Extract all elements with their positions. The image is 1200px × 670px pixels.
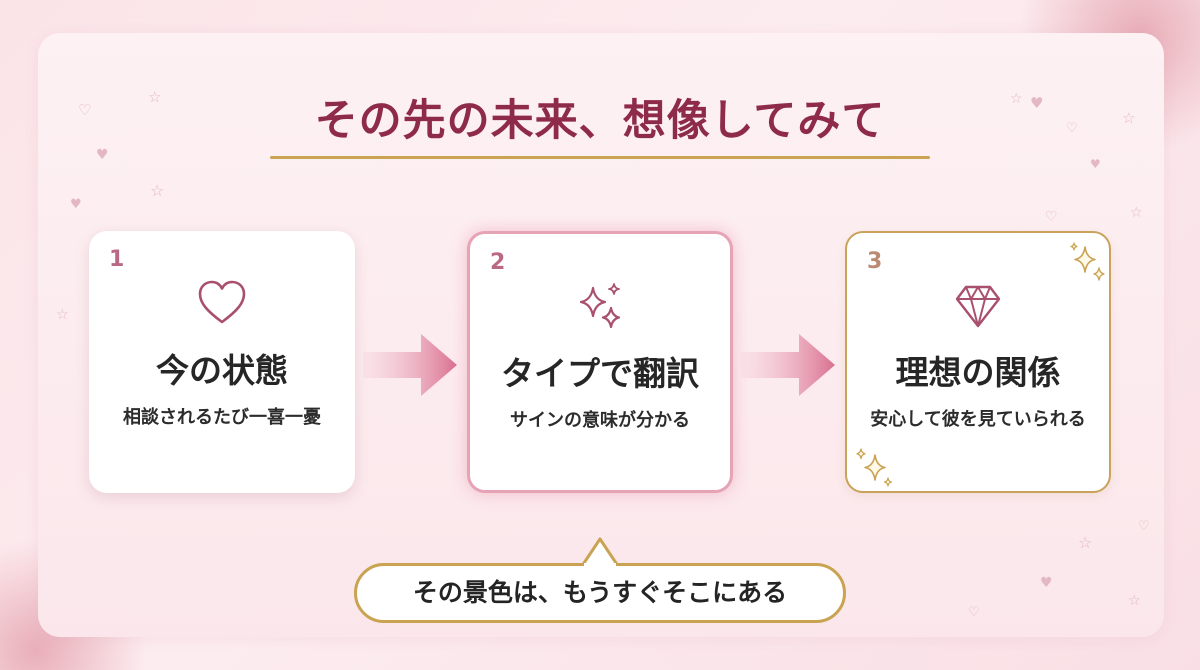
arrow-right-icon (363, 332, 459, 398)
deco-heart-icon: ♡ (968, 605, 980, 620)
diamond-icon (951, 279, 1005, 333)
step-subtitle: 相談されるたび一喜一憂 (123, 407, 321, 428)
deco-star-icon: ☆ (1122, 109, 1136, 127)
step-card-1: 1 今の状態 相談されるたび一喜一憂 (89, 231, 355, 493)
deco-heart-icon: ♥ (70, 197, 82, 212)
deco-heart-icon: ♡ (1066, 121, 1078, 136)
callout-tail-mask (584, 563, 616, 568)
step-card-3: 3 理想の関係 安心して彼を見ていられる (845, 231, 1111, 493)
page-title: その先の未来、想像してみて (314, 96, 886, 146)
gold-sparkle-icon (853, 445, 897, 493)
deco-star-icon: ☆ (1128, 593, 1141, 609)
callout-tail (580, 536, 620, 568)
deco-star-icon: ☆ (56, 307, 69, 323)
deco-heart-icon: ♥ (1090, 157, 1101, 171)
step-card-2: 2 タイプで翻訳 サインの意味が分かる (467, 231, 733, 493)
deco-star-icon: ☆ (1078, 533, 1093, 552)
deco-heart-icon: ♡ (1045, 209, 1058, 225)
deco-heart-icon: ♥ (1040, 575, 1053, 591)
step-subtitle: サインの意味が分かる (510, 410, 690, 431)
step-number: 1 (109, 247, 125, 272)
step-subtitle: 安心して彼を見ていられる (870, 409, 1086, 430)
deco-star-icon: ☆ (150, 181, 165, 200)
step-number: 2 (490, 250, 506, 275)
heart-icon (195, 277, 249, 331)
gold-sparkle-icon (1065, 241, 1109, 289)
deco-star-icon: ☆ (1130, 205, 1143, 221)
deco-heart-icon: ♡ (78, 101, 92, 119)
callout-bubble: その景色は、もうすぐそこにある (354, 563, 846, 623)
deco-star-icon: ☆ (1010, 91, 1023, 107)
deco-heart-icon: ♥ (96, 147, 109, 163)
deco-star-icon: ☆ (148, 88, 162, 106)
step-title: 理想の関係 (895, 353, 1061, 392)
step-title: タイプで翻訳 (501, 354, 699, 393)
deco-heart-icon: ♥ (1030, 94, 1044, 112)
deco-heart-icon: ♡ (1138, 519, 1150, 534)
arrow-right-icon (741, 332, 837, 398)
step-number: 3 (867, 249, 883, 274)
title-underline (270, 156, 930, 159)
step-title: 今の状態 (156, 351, 288, 390)
sparkles-icon (573, 280, 627, 334)
